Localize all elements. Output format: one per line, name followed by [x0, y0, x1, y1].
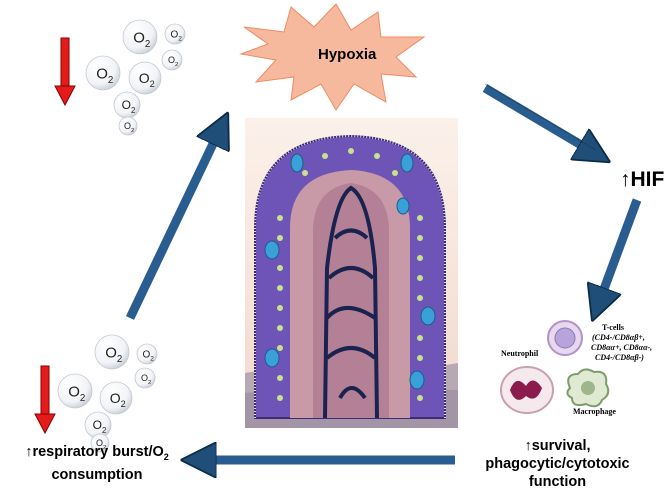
oxygen-label: O2 [124, 121, 134, 134]
neutrophil-icon [500, 366, 554, 414]
oxygen-bubble [85, 55, 121, 91]
hypoxia-label: Hypoxia [318, 46, 377, 63]
oxygen-bubble [164, 23, 186, 45]
tcells-title: T-cells [602, 323, 624, 332]
arrow-respiratory-to-hypoxia [125, 125, 222, 320]
oxygen-bubble [136, 343, 158, 365]
intestinal-villus-illustration [245, 118, 458, 428]
respiratory-line1: ↑respiratory burst/O2 [25, 444, 169, 462]
oxygen-bubble [118, 116, 138, 136]
arrow-hypoxia-to-hif [482, 84, 598, 155]
oxygen-label: O2 [96, 438, 106, 451]
respiratory-text: ↑respiratory burst/O2 consumption [2, 443, 192, 484]
tcells-subtypes-line1: (CD4-/CD8αβ+, [592, 333, 645, 342]
neutrophil-label: Neutrophil [501, 349, 539, 358]
tcells-subtypes-line2: CD8αα+, CD8αα-, [591, 343, 653, 352]
decrease-arrow-top [54, 37, 76, 107]
survival-line2: phagocytic/cytotoxic [485, 456, 630, 472]
oxygen-bubble [134, 367, 156, 389]
macrophage-label: Macrophage [573, 407, 616, 416]
macrophage-icon [566, 368, 610, 408]
respiratory-line2: consumption [51, 466, 143, 483]
hypoxia-burst-shape [239, 3, 426, 111]
tcells-subtypes-line3: CD4-/CD8αβ-) [595, 353, 644, 362]
oxygen-label: O2 [141, 373, 151, 386]
survival-line3: function [528, 474, 587, 490]
oxygen-bubble [57, 373, 93, 409]
oxygen-bubble [122, 19, 158, 55]
oxygen-label: O2 [143, 350, 155, 363]
survival-line1: ↑survival, [524, 438, 591, 454]
oxygen-bubble [128, 61, 162, 95]
oxygen-bubble [94, 334, 130, 370]
decrease-arrow-bottom [34, 365, 56, 435]
tcell-icon [547, 320, 583, 356]
oxygen-label: O2 [171, 30, 183, 43]
arrow-hif-to-immune [597, 198, 642, 308]
hif-label: ↑HIF [620, 168, 665, 191]
oxygen-bubble [99, 381, 133, 415]
oxygen-bubble [90, 433, 110, 453]
oxygen-bubble [161, 49, 183, 71]
survival-text: ↑survival, phagocytic/cytotoxic function [455, 437, 660, 491]
oxygen-label: O2 [168, 55, 178, 68]
